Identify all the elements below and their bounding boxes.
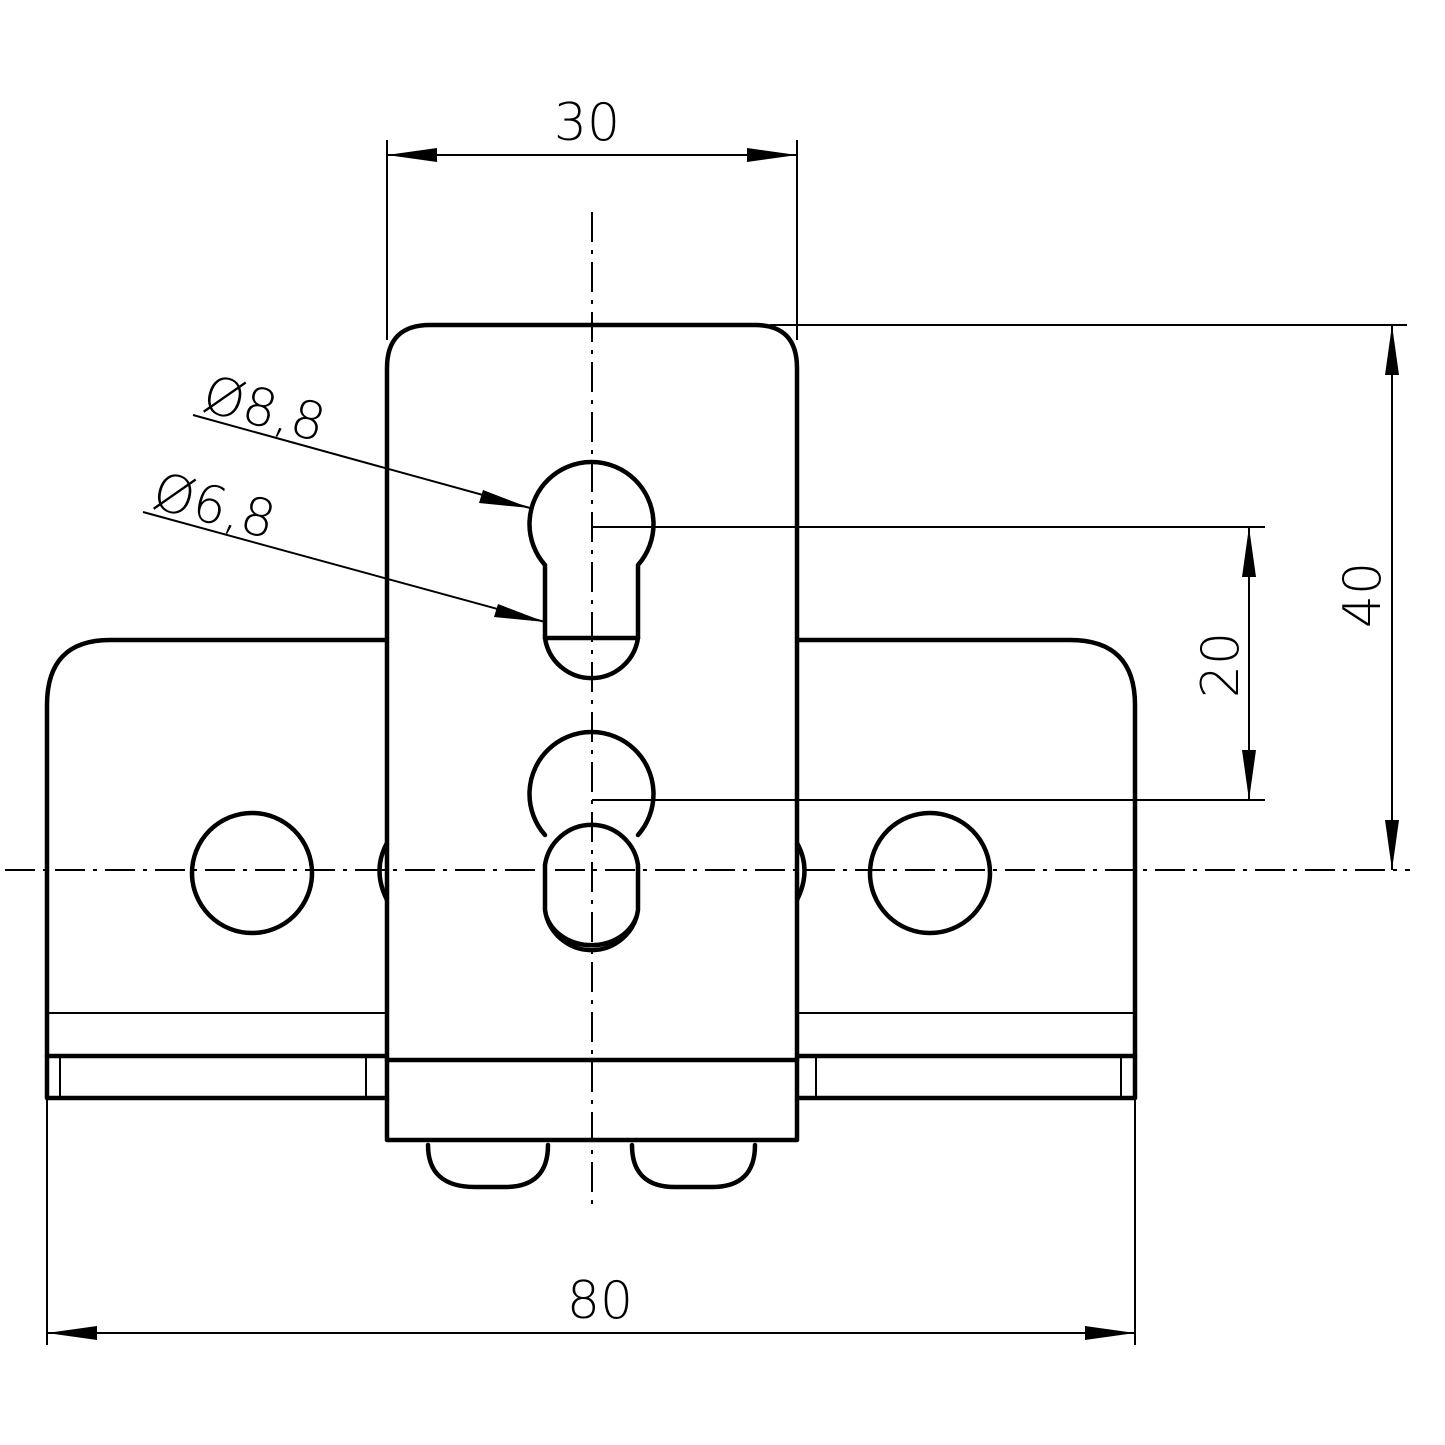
svg-text:Ø6,8: Ø6,8	[147, 462, 282, 552]
dimension-40: 40	[770, 324, 1407, 870]
svg-text:30: 30	[554, 93, 620, 153]
svg-text:Ø8,8: Ø8,8	[197, 365, 332, 455]
left-mounting-hole	[189, 810, 315, 936]
svg-text:40: 40	[1333, 562, 1393, 628]
dimension-30: 30	[386, 93, 798, 340]
right-mounting-hole	[867, 810, 993, 936]
dimension-20: 20	[592, 526, 1265, 801]
dimension-80: 80	[46, 1100, 1136, 1345]
screw-right	[629, 1142, 758, 1190]
screw-left	[425, 1142, 551, 1190]
svg-text:20: 20	[1191, 632, 1251, 698]
svg-text:80: 80	[567, 1271, 633, 1331]
